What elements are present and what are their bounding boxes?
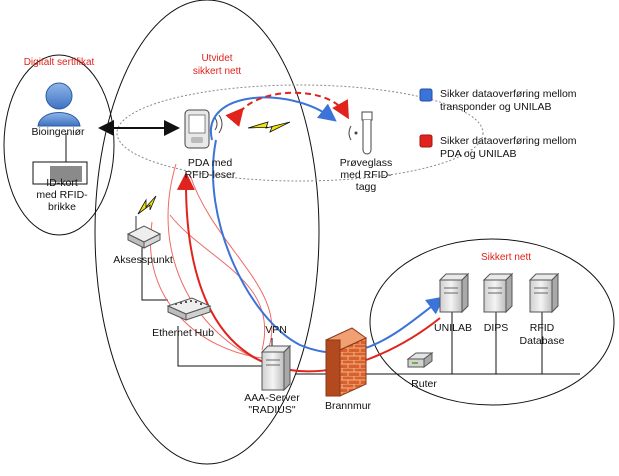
red-dashed-path xyxy=(225,91,349,127)
id-card-label-2: med RFID- xyxy=(36,189,88,201)
hub-icon xyxy=(166,297,212,321)
test-tube-label-1: Prøveglass xyxy=(340,157,393,169)
id-card-label-3: brikke xyxy=(48,201,76,213)
extended-net-label: Utvidet xyxy=(201,53,232,64)
dips-label: DIPS xyxy=(484,322,509,334)
rfid-db-label-2: Database xyxy=(520,335,565,347)
blue-transfer-path xyxy=(211,139,445,354)
router-icon xyxy=(406,352,434,368)
firewall-label: Brannmur xyxy=(325,400,372,412)
legend-swatch-blue xyxy=(419,88,433,102)
unilab-server-icon xyxy=(438,272,470,314)
legend-swatch-red xyxy=(419,134,433,148)
access-point-icon xyxy=(126,216,162,249)
unilab-label: UNILAB xyxy=(434,322,472,334)
access-point-label: Aksesspunkt xyxy=(113,254,173,266)
blue-transfer-path-top xyxy=(209,96,337,141)
legend-blue-line-1: Sikker dataoverføring mellom xyxy=(440,88,577,100)
aaa-server-label-1: AAA-Server xyxy=(244,392,300,404)
lightning-icon xyxy=(247,121,291,133)
red-transfer-path xyxy=(176,172,441,373)
certificate-label: Digitalt sertifikat xyxy=(24,57,95,68)
vpn-label: VPN xyxy=(265,324,287,336)
router-label: Ruter xyxy=(411,378,437,390)
legend-red-line-2: PDA og UNILAB xyxy=(440,148,516,160)
legend-blue-line-2: transponder og UNILAB xyxy=(440,101,551,113)
test-tube-label-3: tagg xyxy=(356,181,377,193)
legend-red-line-1: Sikker dataoverføring mellom xyxy=(440,135,577,147)
certificate-zone xyxy=(3,54,115,236)
rfid-db-label-1: RFID xyxy=(530,322,555,334)
secure-net-label: Sikkert nett xyxy=(481,252,531,263)
pda-label-1: PDA med xyxy=(188,157,233,169)
secure-net-zone xyxy=(369,238,615,406)
id-card-icon xyxy=(32,161,88,185)
extended-net-zone xyxy=(94,0,320,465)
wireless-zone xyxy=(116,84,484,182)
id-card-label-1: ID-kort xyxy=(46,177,78,189)
server-icon xyxy=(260,344,292,392)
pda-icon xyxy=(184,109,223,149)
test-tube-label-2: med RFID- xyxy=(340,169,392,181)
test-tube-icon xyxy=(348,111,373,155)
rfid-db-server-icon xyxy=(528,272,560,314)
aaa-server-label-2: "RADIUS" xyxy=(248,404,295,416)
access-point-lightning-icon xyxy=(137,195,157,215)
bioengineer-label: Bioingeniør xyxy=(31,126,85,138)
firewall-icon xyxy=(325,327,367,397)
dips-server-icon xyxy=(482,272,514,314)
ethernet-hub-label: Ethernet Hub xyxy=(152,327,214,339)
pda-label-2: RFID-leser xyxy=(185,169,236,181)
person-icon xyxy=(37,82,81,127)
legend: Sikker dataoverføring mellom transponder… xyxy=(419,88,577,160)
extended-net-label-2: sikkert nett xyxy=(193,66,242,77)
